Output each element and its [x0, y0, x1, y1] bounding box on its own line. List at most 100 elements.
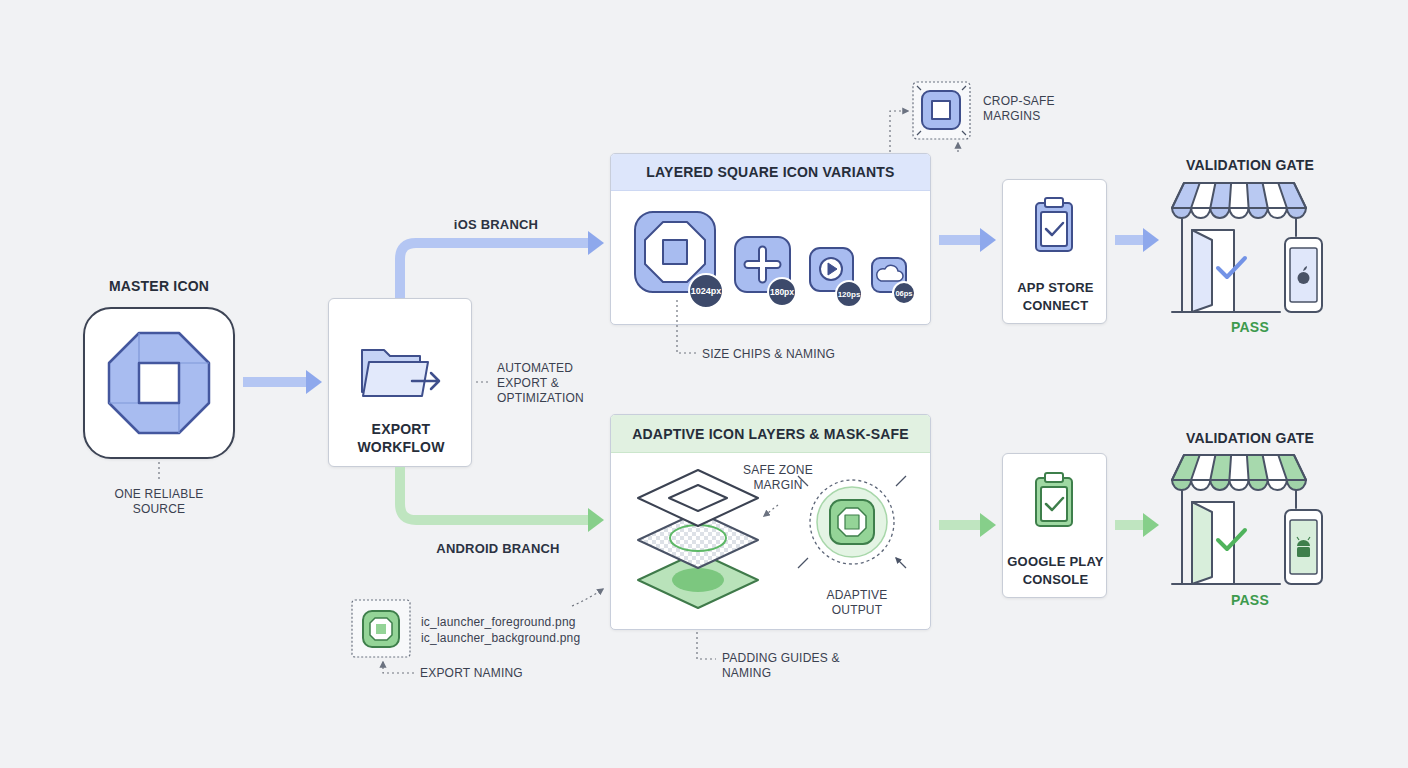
- ios-icon-tiles: [748, 250, 777, 279]
- process-box: EXPORT WORKFLOW: [328, 298, 472, 467]
- flow-line: [939, 520, 982, 530]
- ios-icon-tiles: [663, 240, 687, 264]
- source-icon-box: MASTER ICON: [83, 307, 235, 459]
- ios-icon-tiles: [635, 212, 906, 292]
- android-glyph: [1297, 537, 1310, 540]
- flow-arrow: [243, 370, 322, 394]
- master-icon-art: [109, 333, 209, 433]
- android-glyph: [1297, 547, 1310, 557]
- adaptive-layers: [672, 568, 724, 592]
- ios-icon-tiles: [810, 248, 853, 291]
- adaptive-output-icon: [830, 500, 874, 544]
- edge-label: iOS BRANCH: [454, 217, 538, 232]
- arrow-head: [1143, 513, 1159, 537]
- leader-line: [159, 111, 958, 673]
- folder-icon: [363, 362, 428, 396]
- adaptive-output-icon: [817, 487, 887, 557]
- annotation-label: CROP-SAFE MARGINS: [983, 94, 1063, 124]
- panel-header: ADAPTIVE ICON LAYERS & MASK-SAFE: [611, 415, 930, 453]
- arrow-head: [588, 508, 604, 532]
- size-chip-label: 180px: [769, 287, 795, 297]
- storefront-illustration: [1172, 455, 1322, 584]
- folder-icon: [412, 373, 439, 389]
- node-label: EXPORT WORKFLOW: [351, 420, 451, 456]
- clipboard-icon: [1036, 203, 1072, 251]
- android-glyph: [1297, 537, 1310, 557]
- ios-icon-tiles: [748, 250, 777, 279]
- export-naming-icon: [352, 600, 410, 657]
- crop-safe-icon: [917, 86, 966, 135]
- flow-line: [1115, 235, 1145, 245]
- adaptive-layers: [638, 552, 758, 608]
- flow-line: [400, 467, 590, 520]
- arrow-head: [980, 228, 996, 252]
- panel-header: LAYERED SQUARE ICON VARIANTS: [611, 154, 930, 191]
- size-chip: 06ps: [892, 281, 916, 305]
- size-chip: 1024px: [688, 273, 724, 309]
- leader-line: [764, 505, 778, 516]
- apple-glyph: [1298, 272, 1310, 284]
- master-icon-art: [109, 333, 209, 433]
- export-naming-icon: [370, 618, 392, 640]
- flow-arrow: [1115, 228, 1159, 252]
- adaptive-layers: [669, 485, 727, 511]
- master-icon-art: [109, 333, 209, 433]
- crop-safe-icon: [932, 101, 950, 119]
- android-glyph: [1297, 540, 1310, 546]
- ios-icon-tiles: [635, 212, 715, 292]
- pass-status: PASS: [1165, 319, 1335, 335]
- clipboard-icon: [1046, 223, 1063, 235]
- clipboard-icon: [1046, 498, 1063, 510]
- clipboard-icon: [1036, 473, 1072, 526]
- size-chip: 120ps: [835, 280, 863, 308]
- apple-glyph: [1303, 266, 1307, 271]
- arrow-head: [980, 513, 996, 537]
- adaptive-layers: [638, 470, 758, 608]
- ios-icon-tiles: [735, 237, 790, 292]
- size-chip-label: 06ps: [894, 289, 914, 298]
- flow-arrow: [1115, 513, 1159, 537]
- flow-line: [939, 235, 982, 245]
- size-chip-label: 120ps: [837, 290, 861, 299]
- leader-line: [383, 662, 414, 673]
- clipboard-icon: [1036, 478, 1072, 526]
- storefront-illustration: [1172, 183, 1322, 312]
- ios-icon-tiles: [645, 222, 705, 282]
- ios-icon-tiles: [877, 265, 903, 281]
- store-console-box: APP STORE CONNECT: [1002, 179, 1107, 324]
- leader-line: [957, 143, 958, 152]
- adaptive-layers: [670, 525, 726, 551]
- flow-line: [243, 377, 308, 387]
- master-icon-art: [139, 363, 179, 403]
- annotation-label: SIZE CHIPS & NAMING: [702, 347, 835, 362]
- export-naming-icon: [376, 624, 386, 634]
- export-naming-icon: [363, 611, 399, 647]
- annotation-label: EXPORT NAMING: [420, 666, 523, 681]
- edge-label: ANDROID BRANCH: [436, 541, 559, 556]
- leader-line: [890, 111, 908, 152]
- leader-line: [476, 381, 490, 382]
- annotation-label: ic_launcher_background.png: [421, 631, 580, 646]
- export-naming-icon: [352, 600, 410, 657]
- clipboard-icon: [1036, 198, 1072, 251]
- node-label: APP STORE CONNECT: [1005, 279, 1106, 315]
- adaptive-layers: [638, 470, 758, 526]
- leader-line: [697, 632, 716, 659]
- crop-safe-icon: [922, 91, 960, 129]
- variant-panel: LAYERED SQUARE ICON VARIANTS 1024px 180px 1…: [610, 153, 931, 325]
- clipboard-icon: [1045, 198, 1063, 207]
- arrow-head: [306, 370, 322, 394]
- gate-heading: VALIDATION GATE: [1165, 157, 1335, 173]
- flow-arrow: [400, 467, 604, 532]
- leader-line: [158, 462, 159, 480]
- arrow-head: [1143, 228, 1159, 252]
- gate-heading: VALIDATION GATE: [1165, 430, 1335, 446]
- adaptive-output-icon: [798, 476, 906, 568]
- crop-safe-icon: [913, 82, 970, 139]
- ios-icon-tiles: [872, 258, 906, 292]
- annotation-label: ic_launcher_foreground.png: [421, 615, 576, 630]
- ios-icon-tiles: [820, 258, 842, 280]
